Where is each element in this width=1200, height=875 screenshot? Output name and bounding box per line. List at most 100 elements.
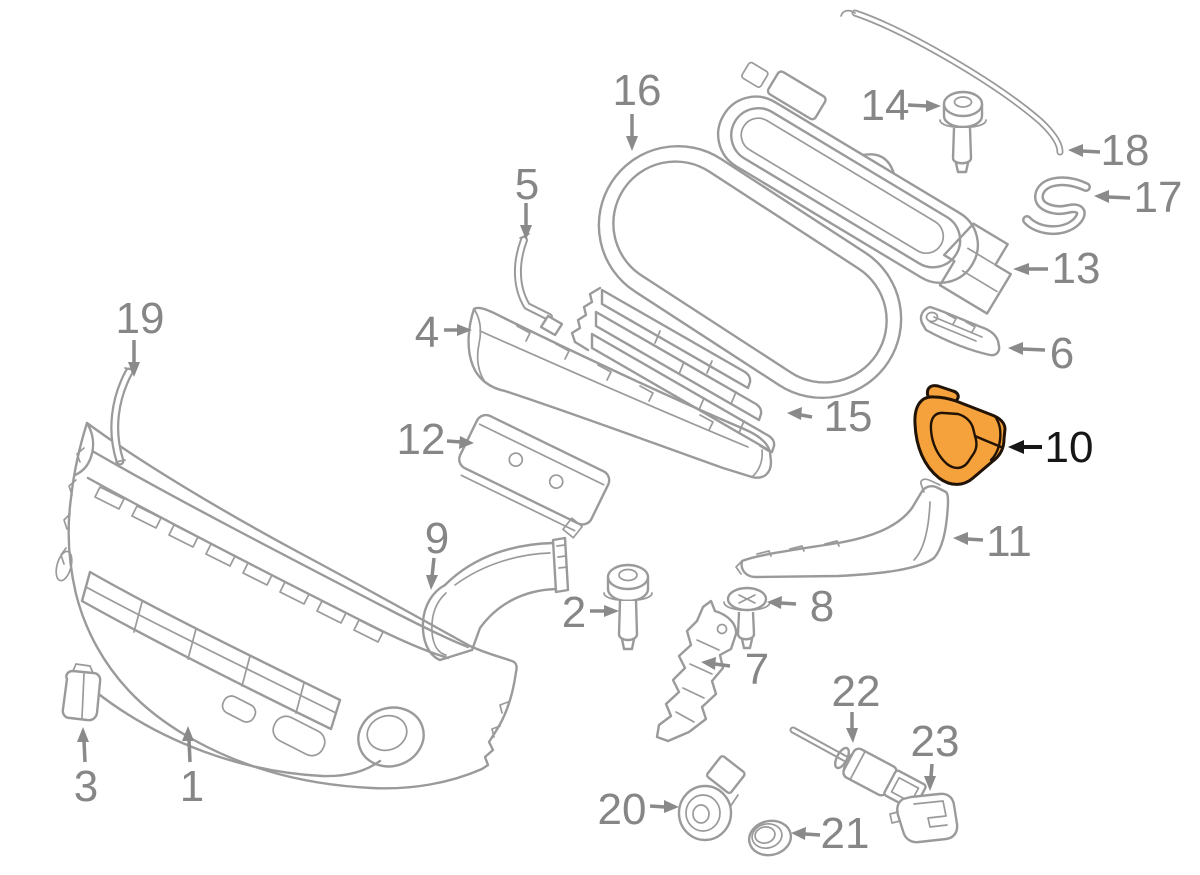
part-16-callout: 16 — [613, 66, 662, 151]
part-22-callout: 22 — [832, 667, 881, 743]
part-8-arrowhead — [767, 596, 782, 609]
part-19-label: 19 — [116, 294, 165, 343]
part-14-callout: 14 — [861, 81, 941, 130]
part-8-callout: 8 — [767, 582, 834, 631]
part-8-label: 8 — [810, 582, 834, 631]
part-23-label: 23 — [911, 717, 960, 766]
part-21-label: 21 — [821, 809, 870, 858]
part-17-label: 17 — [1134, 173, 1183, 222]
part-16-arrowhead — [626, 136, 638, 151]
part-20-label: 20 — [598, 785, 647, 834]
part-7-arrowhead — [701, 657, 716, 670]
part-3-label: 3 — [74, 762, 98, 811]
part-14-arrow — [907, 103, 928, 108]
part-13-label: 13 — [1052, 244, 1101, 293]
part-1-drawing — [55, 421, 518, 790]
part-22-label: 22 — [832, 667, 881, 716]
part-6-arrowhead — [1008, 342, 1023, 355]
part-10-drawing — [913, 384, 1007, 486]
part-9-arrow — [430, 557, 436, 578]
part-10-callout: 10 — [1008, 423, 1093, 472]
part-23-arrow — [929, 763, 934, 778]
part-17-callout: 17 — [1094, 173, 1182, 222]
part-12-arrow — [446, 439, 462, 444]
part-3-drawing — [61, 663, 102, 722]
part-20-drawing — [677, 755, 746, 842]
part-1-callout: 1 — [180, 726, 204, 811]
part-21-arrowhead — [791, 827, 806, 840]
part-5-label: 5 — [515, 160, 539, 209]
part-13-arrowhead — [1013, 263, 1029, 275]
part-19-callout: 19 — [116, 294, 165, 377]
part-2-callout: 2 — [562, 588, 619, 637]
part-3-callout: 3 — [74, 727, 98, 811]
part-10-label: 10 — [1045, 423, 1094, 472]
part-18-drawing — [840, 9, 1064, 156]
part-11-arrowhead — [953, 532, 968, 545]
part-17-arrow — [1107, 195, 1131, 200]
part-9-callout: 9 — [425, 514, 449, 590]
part-21-callout: 21 — [791, 809, 869, 858]
part-15-callout: 15 — [787, 392, 872, 441]
part-20-arrowhead — [664, 800, 679, 813]
part-21-drawing — [747, 819, 793, 857]
part-3-arrowhead — [77, 727, 89, 742]
part-12-label: 12 — [397, 415, 446, 464]
part-2-label: 2 — [562, 588, 586, 637]
part-4-label: 4 — [415, 308, 439, 357]
part-10-recess — [929, 411, 978, 470]
part-16-drawing — [597, 144, 903, 400]
part-1-label: 1 — [180, 762, 204, 811]
part-4-drawing — [467, 306, 773, 479]
part-12-callout: 12 — [397, 415, 474, 464]
part-10-body — [913, 395, 1007, 486]
part-16-label: 16 — [613, 66, 662, 115]
part-12-drawing — [458, 413, 611, 539]
part-3-arrow — [82, 740, 87, 763]
part-15-arrowhead — [787, 407, 802, 420]
part-9-drawing — [421, 536, 570, 662]
part-11-label: 11 — [986, 517, 1032, 566]
part-15-drawing — [570, 286, 776, 454]
part-10-arrowhead — [1008, 440, 1024, 454]
part-18-label: 18 — [1101, 126, 1150, 175]
part-6-arrow — [1021, 347, 1046, 352]
part-13-drawing — [716, 61, 1012, 315]
part-5-drawing — [513, 233, 564, 337]
part-18-arrowhead — [1068, 144, 1083, 157]
part-6-callout: 6 — [1008, 329, 1074, 378]
part-17-arrowhead — [1094, 190, 1109, 203]
part-18-callout: 18 — [1068, 126, 1149, 175]
part-2-drawing — [603, 563, 653, 651]
part-6-label: 6 — [1050, 329, 1074, 378]
part-18-arrow — [1081, 149, 1101, 154]
part-2-arrowhead — [604, 605, 619, 617]
part-11-callout: 11 — [953, 517, 1032, 566]
part-5-callout: 5 — [515, 160, 539, 240]
part-11-arrow — [966, 537, 984, 542]
part-12-arrowhead — [459, 436, 474, 449]
part-9-arrowhead — [426, 575, 438, 590]
part-9-label: 9 — [425, 514, 449, 563]
part-1-arrow — [187, 739, 192, 763]
part-8-drawing — [723, 586, 771, 650]
part-11-drawing — [735, 478, 950, 579]
part-6-drawing — [919, 305, 1001, 357]
part-21-arrow — [804, 832, 821, 837]
part-7-drawing — [655, 599, 738, 743]
part-14-drawing — [939, 90, 987, 174]
part-8-arrow — [780, 601, 797, 606]
part-5-arrowhead — [520, 225, 532, 240]
part-4-arrowhead — [457, 324, 472, 336]
part-7-label: 7 — [745, 645, 769, 694]
part-14-label: 14 — [861, 81, 910, 130]
part-19-arrowhead — [128, 362, 140, 377]
part-23-callout: 23 — [911, 717, 960, 791]
part-22-arrowhead — [846, 728, 858, 743]
part-23-arrowhead — [924, 776, 936, 791]
part-15-label: 15 — [824, 392, 873, 441]
part-14-arrowhead — [926, 100, 941, 112]
part-23-drawing — [889, 792, 959, 844]
part-7-arrow — [714, 662, 731, 668]
